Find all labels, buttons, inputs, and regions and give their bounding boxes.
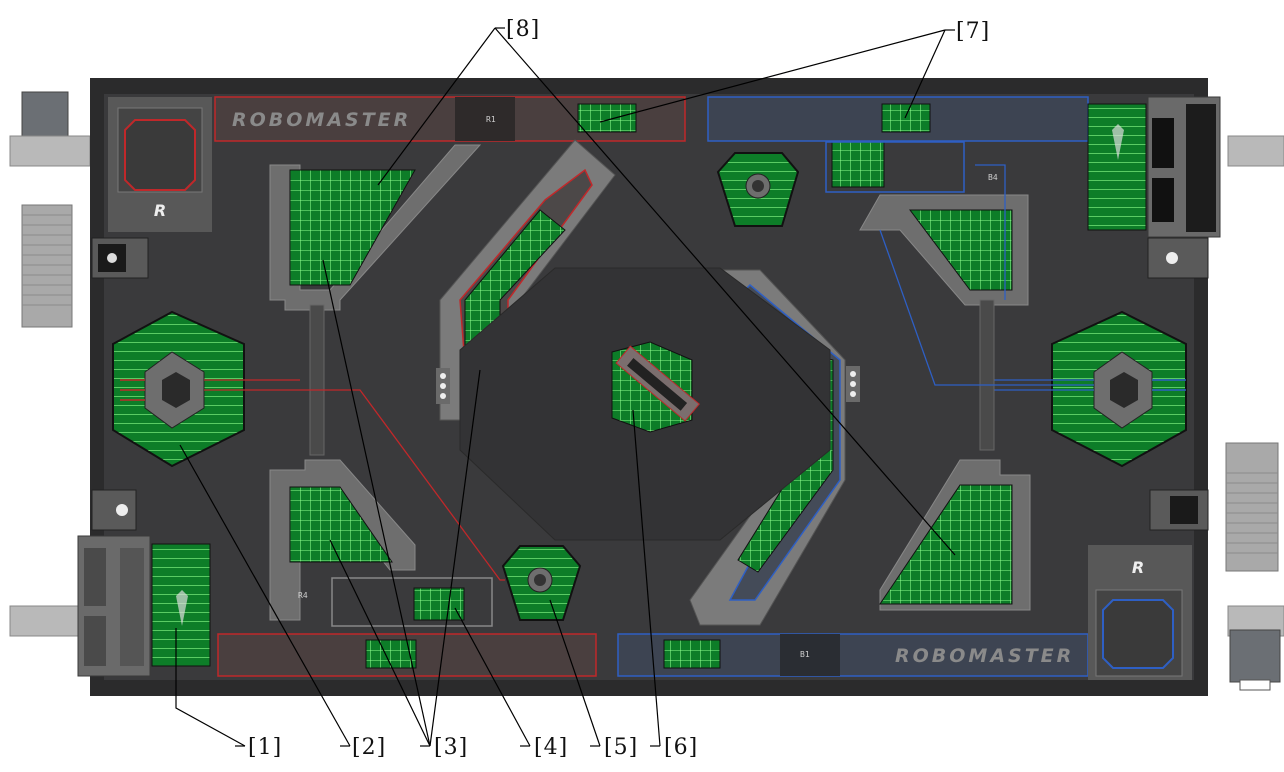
zone-tag-b1: B1: [800, 650, 810, 659]
hex-zone-left: [112, 310, 300, 468]
right-equipment-plate-top: [1227, 135, 1284, 167]
callout-leaders: [175, 27, 956, 747]
center-lights: [436, 366, 860, 404]
left-equipment-plate-bottom: [9, 605, 91, 637]
team-lines: [300, 164, 1094, 581]
lane-pads: [331, 103, 965, 669]
wrench-icon: [176, 590, 188, 626]
red-zone-upper: [269, 144, 482, 456]
callout-4: [4]: [534, 735, 568, 760]
red-base-top-left: R: [108, 97, 212, 232]
left-equipment-plate-top: [9, 135, 91, 167]
red-zone-lower: [269, 459, 416, 621]
right-equipment-box-bottom: [1229, 629, 1281, 683]
svg-text:R: R: [154, 201, 166, 220]
left-equipment-box-top: [21, 91, 69, 141]
blue-supply-zone: [1087, 96, 1221, 238]
right-equipment-rack: [1225, 442, 1279, 572]
wrench-icon-blue: [1112, 124, 1124, 160]
callout-8: [8]: [506, 17, 540, 42]
hex-pad-bottom: [501, 545, 582, 621]
callout-7: [7]: [956, 19, 990, 44]
hex-pad-top: [716, 152, 800, 227]
blue-base-bottom-right: R: [1088, 545, 1192, 680]
hex-zone-right: [990, 310, 1187, 468]
side-equipment: [9, 91, 1284, 691]
zone-tag-r4: R4: [298, 591, 308, 600]
red-supply-zone: [77, 535, 211, 677]
launch-ramps: [91, 237, 1209, 531]
left-equipment-rack: [21, 204, 73, 328]
zone-tag-r1: R1: [486, 115, 496, 124]
central-highland: [459, 267, 831, 541]
robomaster-logo-blue: ROBOMASTER: [895, 645, 1074, 667]
robomaster-logo-red: ROBOMASTER: [232, 109, 411, 131]
callout-2: [2]: [352, 735, 386, 760]
zone-tag-b4: B4: [988, 173, 998, 182]
svg-text:R: R: [1132, 558, 1144, 577]
callout-5: [5]: [604, 735, 638, 760]
callout-1: [1]: [248, 735, 282, 760]
blue-zone-upper: [859, 194, 1029, 451]
callout-6: [6]: [664, 735, 698, 760]
callout-3: [3]: [434, 735, 468, 760]
